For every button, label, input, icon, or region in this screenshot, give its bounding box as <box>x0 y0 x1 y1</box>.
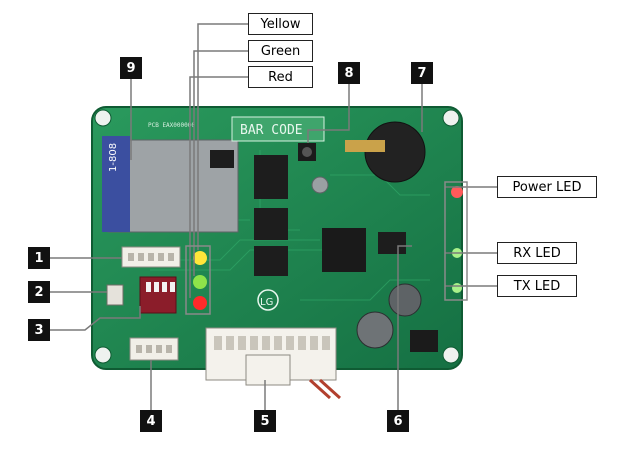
bar-code-text: BAR CODE <box>240 123 303 138</box>
callout-2: 2 <box>28 281 50 303</box>
led-red <box>193 296 207 310</box>
crystal-can <box>311 176 329 194</box>
ic-chip <box>210 150 234 168</box>
component-2 <box>106 284 124 306</box>
callout-7: 7 <box>411 62 433 84</box>
label-yellow: Yellow <box>248 13 313 35</box>
callout-4: 4 <box>140 410 162 432</box>
callout-7-text: 7 <box>417 65 427 81</box>
pcb-code-text: PCB EAX000000 <box>148 122 195 129</box>
wire <box>308 378 342 400</box>
status-led-bracket <box>185 245 211 315</box>
led-bracket <box>444 181 468 301</box>
mount-hole <box>442 346 460 364</box>
ic-chip <box>254 208 288 240</box>
callout-8: 8 <box>338 62 360 84</box>
callout-6: 6 <box>387 410 409 432</box>
lg-logo-text: LG <box>260 297 273 308</box>
callout-lines <box>50 23 497 410</box>
capacitor <box>388 283 422 317</box>
ic-chip <box>254 155 288 199</box>
connector-4 <box>129 337 179 361</box>
lg-logo-ring <box>257 289 279 311</box>
callout-9: 9 <box>120 57 142 79</box>
mount-hole <box>94 346 112 364</box>
label-tx-led: TX LED <box>497 275 577 297</box>
callout-5-text: 5 <box>260 413 270 429</box>
callout-9-text: 9 <box>126 60 136 76</box>
callout-1-text: 1 <box>34 250 44 266</box>
battery-contact <box>345 140 385 152</box>
callout-5: 5 <box>254 410 276 432</box>
regulator <box>410 330 438 352</box>
callout-3: 3 <box>28 319 50 341</box>
bar-code-sticker <box>231 116 325 142</box>
callout-6-text: 6 <box>393 413 403 429</box>
connector-5-latch <box>245 354 291 386</box>
ic-chip <box>378 232 406 254</box>
sd-card-sticker <box>102 136 130 232</box>
main-mcu-chip <box>322 228 366 272</box>
tx-led <box>452 283 462 293</box>
label-rx-led: RX LED <box>497 242 577 264</box>
label-green: Green <box>248 40 313 62</box>
callout-2-text: 2 <box>34 284 44 300</box>
label-power-led: Power LED <box>497 176 597 198</box>
callout-1: 1 <box>28 247 50 269</box>
ic-chip <box>254 246 288 276</box>
callout-4-text: 4 <box>146 413 156 429</box>
led-yellow <box>193 251 207 265</box>
callout-8-text: 8 <box>344 65 354 81</box>
callout-3-text: 3 <box>34 322 44 338</box>
mount-hole <box>442 109 460 127</box>
capacitor <box>356 311 394 349</box>
mount-hole <box>94 109 112 127</box>
label-red: Red <box>248 66 313 88</box>
reset-switch-knob <box>302 147 312 157</box>
sd-card-label: 1-808 <box>108 143 119 172</box>
led-green <box>193 275 207 289</box>
power-led <box>451 186 463 198</box>
